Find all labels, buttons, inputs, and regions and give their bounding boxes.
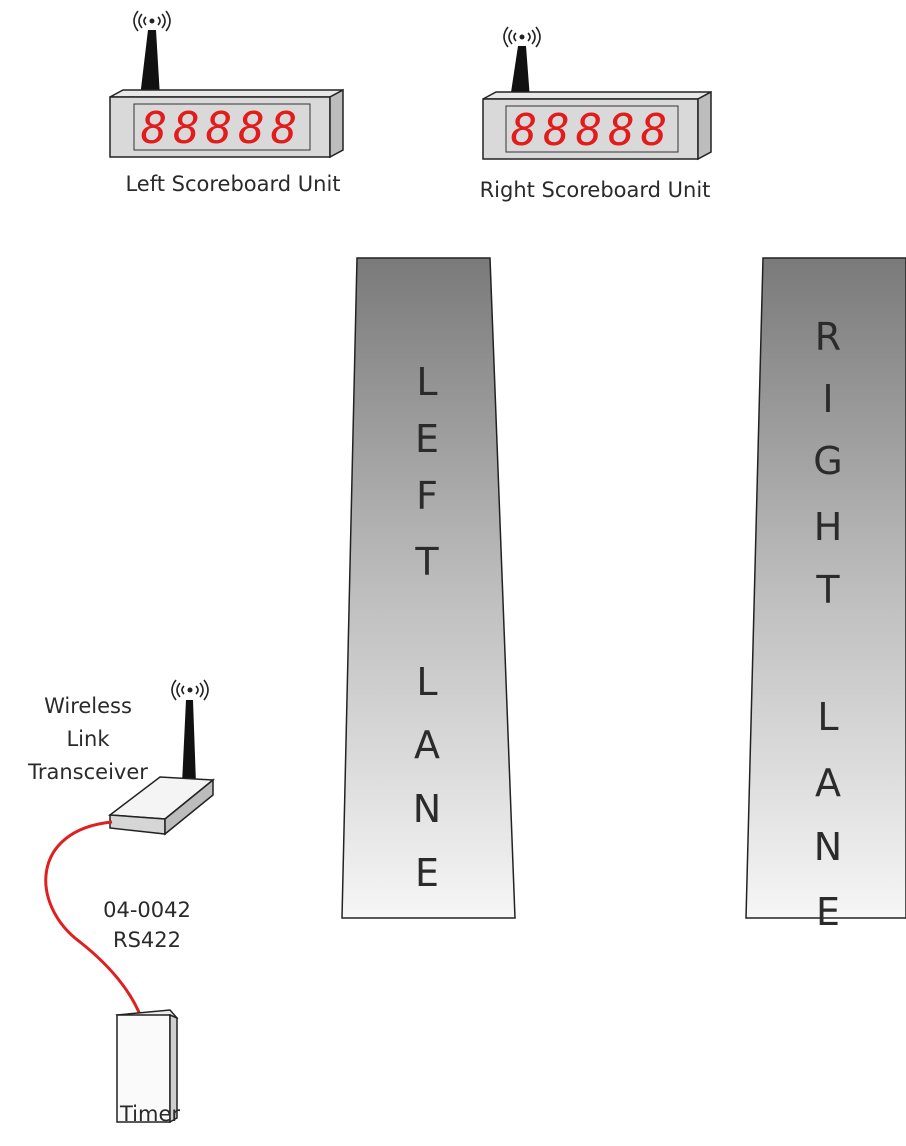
- wireless-link-transceiver: [107, 679, 215, 836]
- lane-letter: H: [814, 505, 843, 549]
- scoreboard-top-face: [482, 91, 712, 100]
- transceiver-front-face: [109, 814, 166, 835]
- left-scoreboard-label: Left Scoreboard Unit: [125, 172, 341, 196]
- cable-label: 04-0042 RS422: [92, 895, 202, 955]
- lane-letter: F: [416, 474, 438, 518]
- transceiver-label-line: Wireless: [44, 694, 132, 718]
- lane-letter: T: [815, 568, 840, 612]
- timer-side-face: [169, 1013, 178, 1124]
- scoreboard-digits: 88888: [141, 103, 303, 154]
- scoreboard-digits: 88888: [511, 105, 673, 156]
- right-lane: R I G H T L A N E: [745, 257, 906, 934]
- lane-letter: E: [816, 890, 840, 934]
- right-scoreboard: 88888: [482, 26, 712, 161]
- antenna-icon: [510, 46, 530, 99]
- lane-letter: T: [414, 540, 439, 584]
- scoreboard-top-face: [109, 89, 344, 98]
- wireless-signal-icon: [133, 10, 171, 32]
- left-lane: L E F T L A N E: [341, 257, 516, 919]
- lane-letter: A: [815, 761, 841, 805]
- scoreboard-front-face: [109, 96, 331, 158]
- timer-label: Timer: [119, 1102, 181, 1126]
- transceiver-label-line: Link: [66, 727, 110, 751]
- lane-shape: [341, 257, 516, 919]
- lane-shape: [745, 257, 906, 919]
- scoreboard-display-window: [505, 105, 679, 153]
- wireless-signal-icon: [503, 26, 541, 48]
- right-scoreboard-label: Right Scoreboard Unit: [479, 178, 711, 202]
- lane-letter: I: [822, 377, 833, 421]
- lane-letter: R: [815, 315, 841, 359]
- scoreboard-side-face: [697, 90, 712, 161]
- lane-letter: N: [413, 787, 441, 831]
- antenna-icon: [182, 700, 196, 784]
- lane-letter: L: [817, 695, 838, 739]
- antenna-icon: [140, 30, 160, 97]
- scoreboard-display-window: [133, 103, 311, 151]
- scoreboard-side-face: [329, 88, 344, 159]
- cable-type: RS422: [112, 928, 181, 952]
- lane-letter: L: [416, 360, 437, 404]
- timer-device: [115, 1009, 179, 1124]
- lane-letter: L: [416, 660, 437, 704]
- lane-letter: E: [415, 417, 439, 461]
- lane-letter: E: [415, 851, 439, 895]
- transceiver-label: Wireless Link Transceiver: [18, 690, 158, 789]
- lane-letter: A: [414, 723, 440, 767]
- cable-part-number: 04-0042: [103, 898, 191, 922]
- transceiver-side-face: [164, 778, 214, 836]
- left-scoreboard: 88888: [109, 10, 344, 159]
- lane-letter: G: [813, 439, 842, 483]
- rs422-cable: [44, 820, 144, 1021]
- wireless-signal-icon: [171, 679, 209, 701]
- lane-letter: N: [814, 825, 842, 869]
- transceiver-label-line: Transceiver: [28, 760, 148, 784]
